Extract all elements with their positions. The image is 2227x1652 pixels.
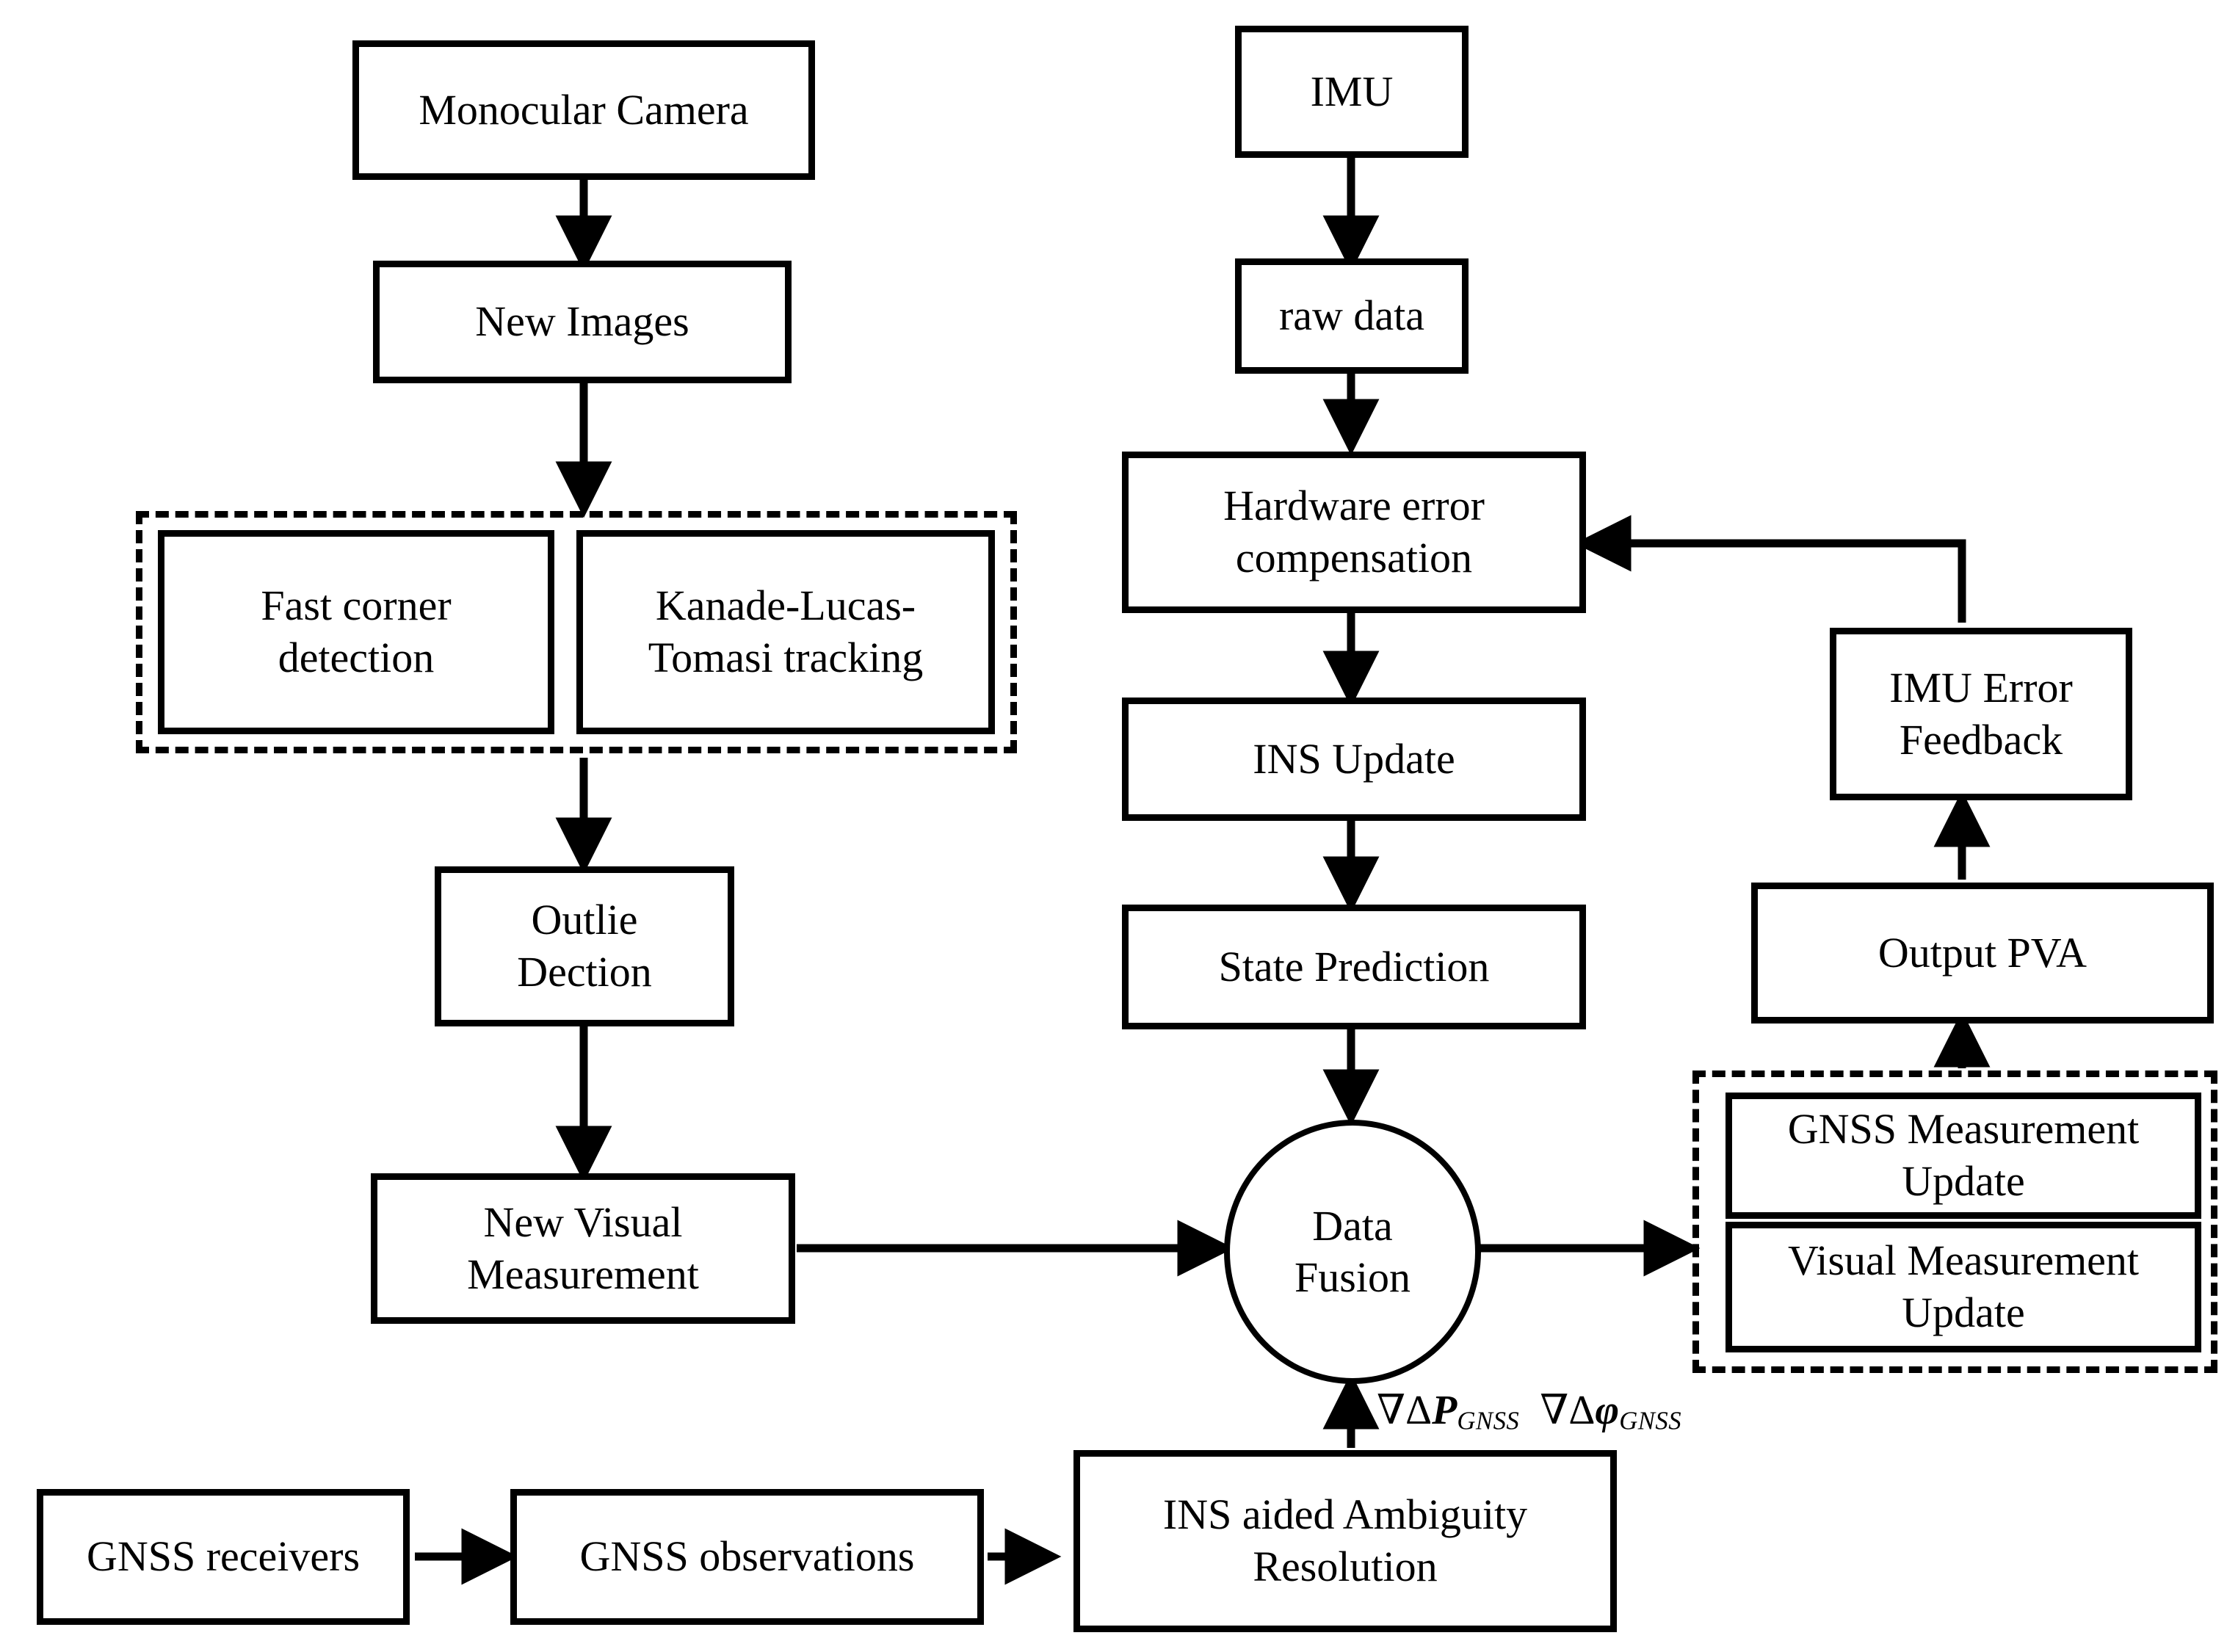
feature-tracking-group bbox=[136, 511, 1017, 753]
node-ins-update[interactable]: INS Update bbox=[1122, 698, 1586, 821]
node-new-images[interactable]: New Images bbox=[373, 261, 792, 383]
node-label: IMU bbox=[1310, 67, 1394, 115]
node-fast-corner-detection[interactable]: Fast corner detection bbox=[158, 530, 554, 734]
node-label-line2: Tomasi tracking bbox=[648, 634, 924, 681]
node-state-prediction[interactable]: State Prediction bbox=[1122, 905, 1586, 1029]
p-term: P bbox=[1432, 1388, 1457, 1433]
node-label-line2: compensation bbox=[1235, 534, 1473, 582]
phi-subscript: GNSS bbox=[1619, 1406, 1682, 1435]
node-label: GNSS receivers bbox=[86, 1532, 361, 1581]
node-ins-aided-ambiguity-resolution[interactable]: INS aided Ambiguity Resolution bbox=[1073, 1450, 1617, 1632]
node-label: New Images bbox=[475, 297, 689, 346]
node-label-line1: Hardware error bbox=[1223, 482, 1485, 530]
node-label-line2: Resolution bbox=[1253, 1543, 1438, 1590]
node-label-line1: INS aided Ambiguity bbox=[1162, 1490, 1528, 1539]
node-data-fusion[interactable]: Data Fusion bbox=[1224, 1120, 1481, 1384]
node-label-line2: Feedback bbox=[1899, 715, 2063, 764]
node-label-line1: Visual Measurement bbox=[1787, 1236, 2140, 1285]
node-label-line2: Dection bbox=[517, 948, 652, 996]
nabla-delta-symbol-2: ∇Δ bbox=[1540, 1388, 1596, 1433]
node-label-line2: Update bbox=[1902, 1289, 2025, 1336]
p-subscript: GNSS bbox=[1457, 1406, 1520, 1435]
node-label: raw data bbox=[1278, 291, 1425, 340]
node-label-line1: Kanade-Lucas- bbox=[655, 582, 916, 630]
node-monocular-camera[interactable]: Monocular Camera bbox=[352, 40, 815, 180]
node-output-pva[interactable]: Output PVA bbox=[1751, 883, 2214, 1024]
node-label: State Prediction bbox=[1218, 942, 1490, 990]
node-gnss-receivers[interactable]: GNSS receivers bbox=[37, 1489, 410, 1625]
node-label-line1: Data bbox=[1312, 1202, 1393, 1250]
edge-feedback-to-hardware bbox=[1574, 515, 1966, 623]
measurement-update-group bbox=[1692, 1070, 2217, 1373]
node-label: Monocular Camera bbox=[419, 85, 749, 134]
node-label-line2: detection bbox=[278, 634, 435, 681]
node-label: Output PVA bbox=[1877, 928, 2087, 977]
node-imu[interactable]: IMU bbox=[1235, 26, 1469, 158]
node-label-line1: Fast corner bbox=[261, 582, 452, 630]
node-label-line1: New Visual bbox=[483, 1198, 683, 1246]
node-gnss-measurement-update[interactable]: GNSS Measurement Update bbox=[1726, 1093, 2201, 1219]
node-label-line2: Fusion bbox=[1294, 1253, 1411, 1301]
node-visual-measurement-update[interactable]: Visual Measurement Update bbox=[1726, 1222, 2201, 1352]
node-raw-data[interactable]: raw data bbox=[1235, 258, 1469, 374]
node-label-line1: GNSS Measurement bbox=[1787, 1105, 2140, 1153]
node-hardware-error-compensation[interactable]: Hardware error compensation bbox=[1122, 452, 1586, 613]
node-gnss-observations[interactable]: GNSS observations bbox=[510, 1489, 984, 1625]
node-imu-error-feedback[interactable]: IMU Error Feedback bbox=[1830, 628, 2132, 800]
node-new-visual-measurement[interactable]: New Visual Measurement bbox=[371, 1173, 795, 1324]
node-klt-tracking[interactable]: Kanade-Lucas- Tomasi tracking bbox=[576, 530, 995, 734]
node-label: GNSS observations bbox=[579, 1532, 915, 1581]
phi-term: φ bbox=[1595, 1388, 1620, 1433]
node-label: INS Update bbox=[1253, 734, 1455, 783]
node-label-line1: IMU Error bbox=[1889, 663, 2073, 711]
node-outlie-dection[interactable]: Outlie Dection bbox=[435, 866, 734, 1026]
annotation-gnss-double-difference: ∇ΔPGNSS ∇ΔφGNSS bbox=[1377, 1386, 1681, 1436]
node-label-line2: Update bbox=[1902, 1157, 2025, 1205]
node-label-line2: Measurement bbox=[467, 1250, 699, 1298]
nabla-delta-symbol-1: ∇Δ bbox=[1377, 1388, 1433, 1433]
node-label-line1: Outlie bbox=[531, 896, 638, 944]
